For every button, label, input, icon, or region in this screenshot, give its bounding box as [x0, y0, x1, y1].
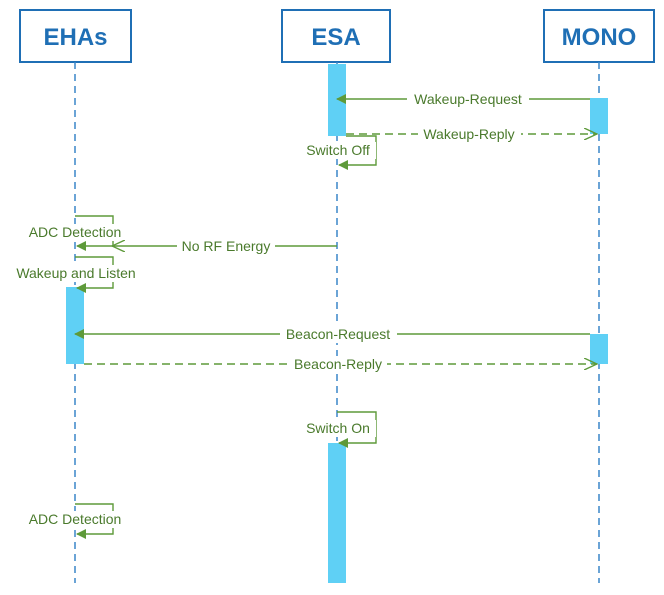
switch-off-label: Switch Off: [306, 142, 370, 158]
message-switch-on: Switch On: [301, 411, 377, 448]
wakeup-request-label-bg: [407, 91, 529, 108]
message-adc-detection-1: ADC Detection: [24, 215, 127, 251]
activation-esa-2: [328, 443, 346, 583]
activation-ehas-1: [66, 287, 84, 364]
switch-off-label-bg: [300, 142, 376, 159]
lifeline-esa-header: [281, 9, 391, 63]
message-wakeup-and-listen: Wakeup and Listen: [8, 256, 144, 293]
adc-detection-1-label-bg: [24, 224, 127, 241]
wakeup-reply-label-bg: [418, 126, 521, 143]
lifeline-ehas-title: EHAs: [43, 24, 107, 51]
beacon-request-label: Beacon-Request: [286, 326, 390, 342]
adc-detection-2-label: ADC Detection: [29, 511, 122, 527]
beacon-reply-label-bg: [289, 356, 387, 373]
message-no-rf-energy: No RF Energy: [112, 238, 337, 255]
adc-detection-2-label-bg: [24, 511, 127, 528]
lifeline-mono-title: MONO: [562, 24, 637, 51]
switch-on-label-bg: [301, 420, 376, 437]
lifeline-ehas: EHAs: [19, 9, 132, 583]
message-switch-off: Switch Off: [300, 135, 377, 170]
activation-mono-2: [590, 334, 608, 364]
lifeline-mono: MONO: [543, 9, 655, 583]
activation-esa-1: [328, 64, 346, 136]
message-beacon-request: Beacon-Request: [74, 326, 590, 343]
switch-on-label: Switch On: [306, 420, 370, 436]
no-rf-energy-label: No RF Energy: [182, 238, 271, 254]
no-rf-energy-label-bg: [177, 238, 275, 255]
message-adc-detection-2: ADC Detection: [24, 503, 127, 539]
wakeup-and-listen-label: Wakeup and Listen: [16, 265, 135, 281]
beacon-request-label-bg: [280, 326, 397, 343]
lifeline-ehas-header: [19, 9, 132, 63]
wakeup-request-label: Wakeup-Request: [414, 91, 522, 107]
wakeup-and-listen-label-bg: [8, 265, 144, 282]
beacon-reply-label: Beacon-Reply: [294, 356, 382, 372]
message-wakeup-request: Wakeup-Request: [336, 91, 590, 108]
wakeup-reply-label: Wakeup-Reply: [423, 126, 514, 142]
lifeline-esa-title: ESA: [311, 24, 360, 51]
message-wakeup-reply: Wakeup-Reply: [346, 126, 597, 143]
message-beacon-reply: Beacon-Reply: [84, 356, 597, 373]
lifeline-esa: ESA: [281, 9, 391, 583]
activation-mono-1: [590, 98, 608, 134]
adc-detection-1-label: ADC Detection: [29, 224, 122, 240]
